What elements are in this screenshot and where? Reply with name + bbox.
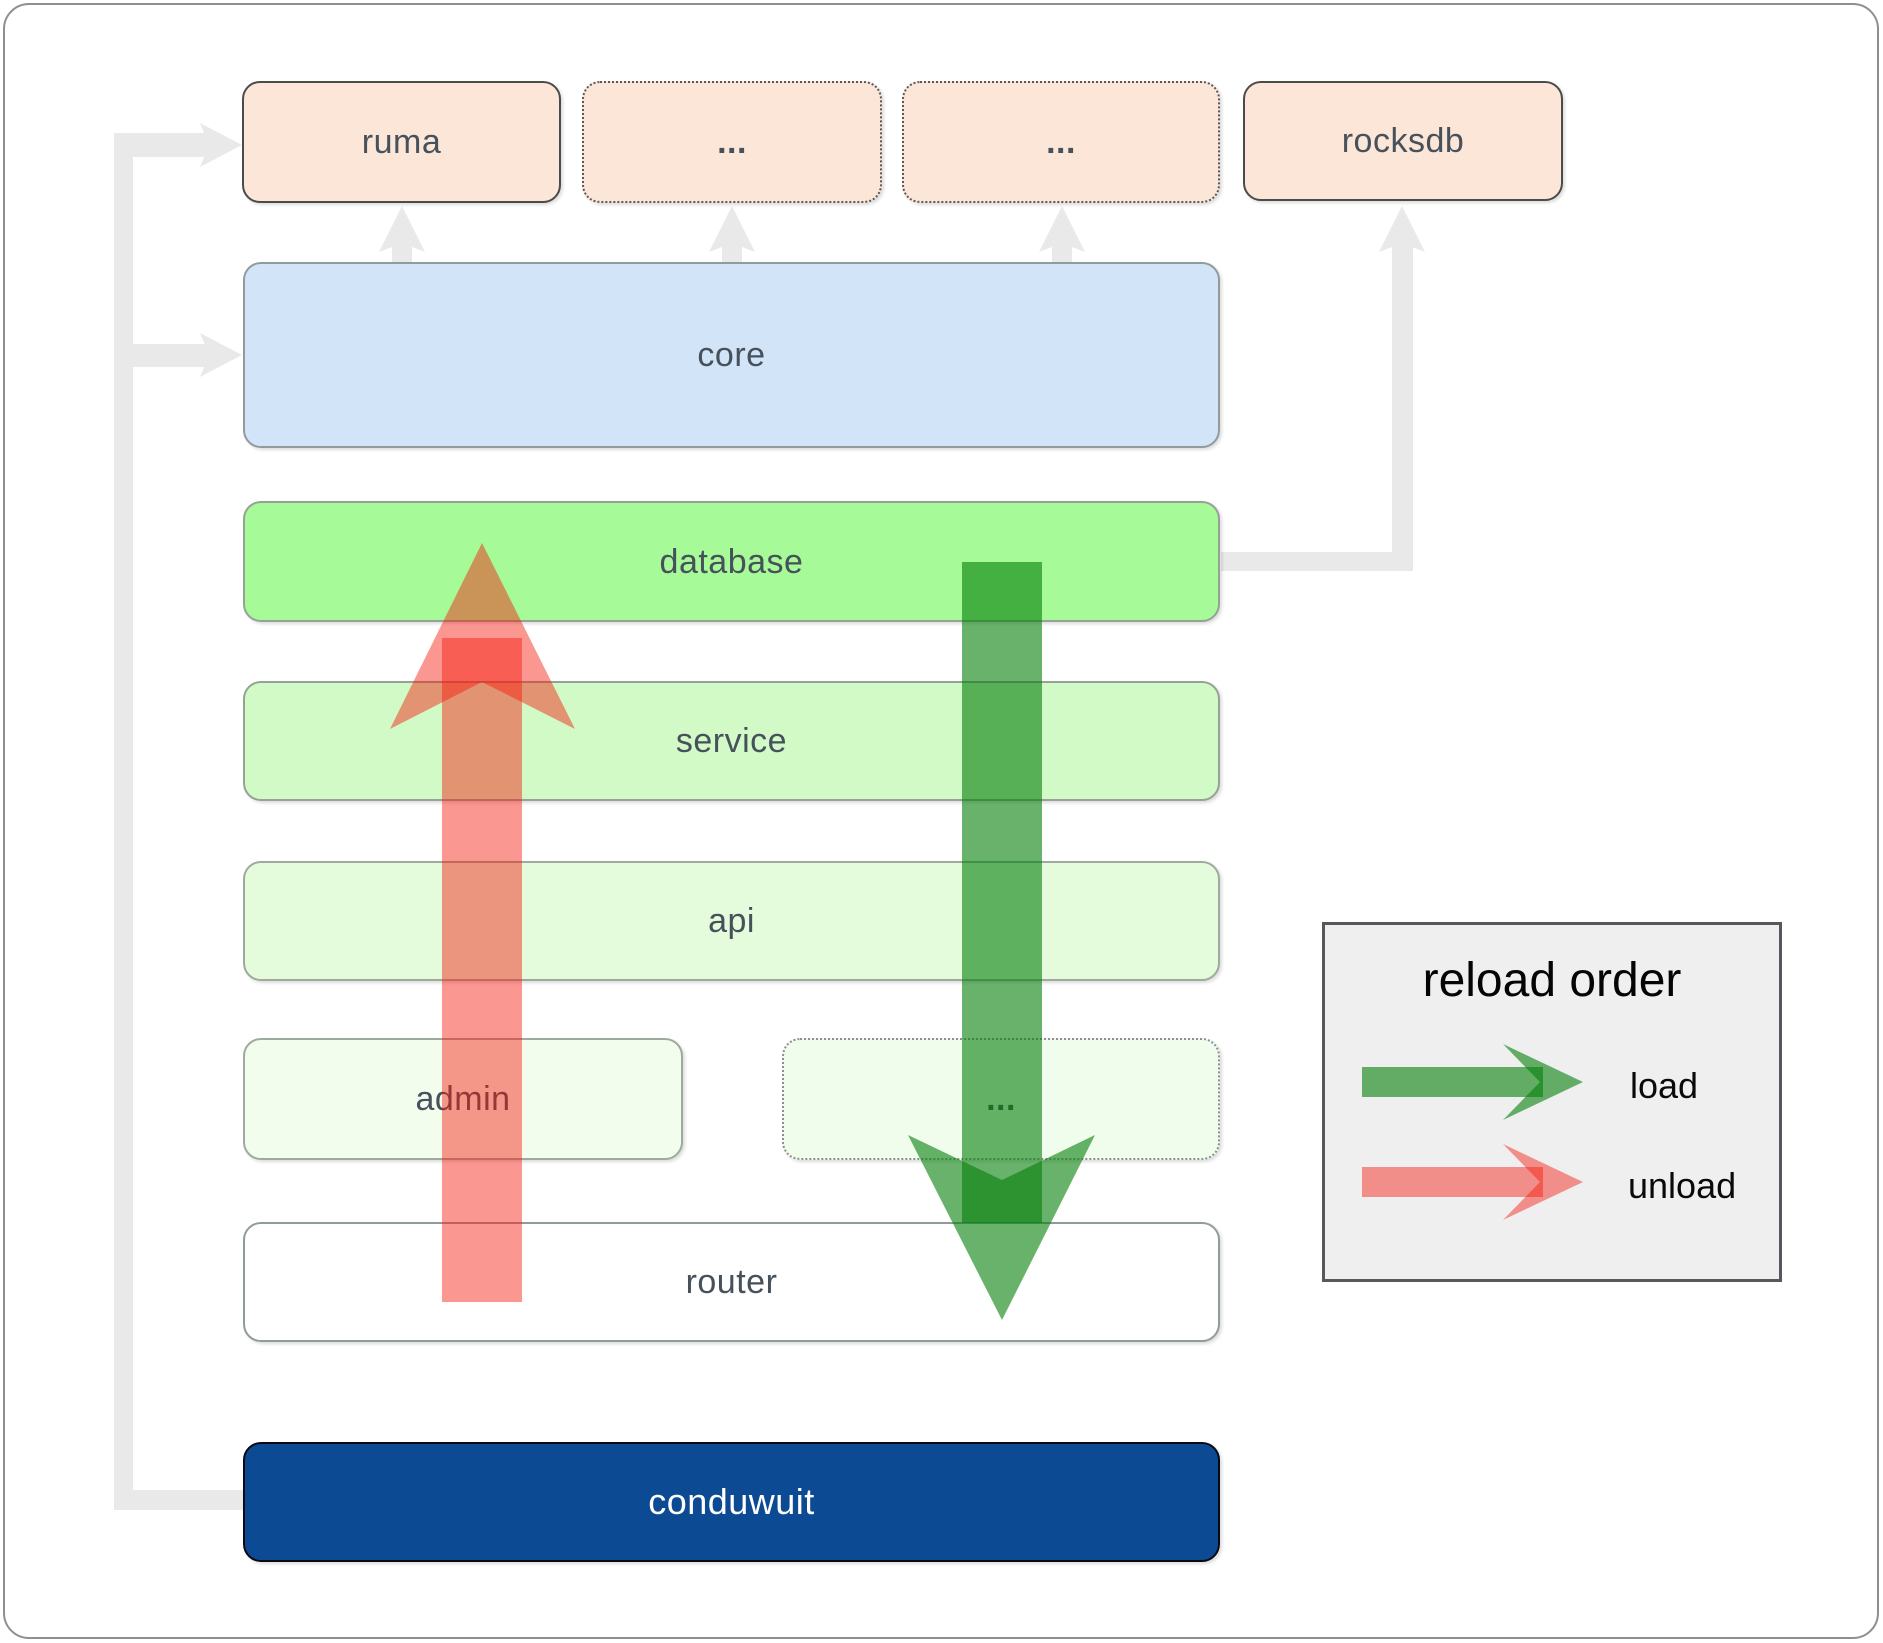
core-to-ext2-arrowhead-icon bbox=[1039, 206, 1085, 252]
box-ruma: ruma bbox=[242, 81, 561, 203]
core-to-ext2-line bbox=[1052, 243, 1072, 262]
legend-panel: reload order load unload bbox=[1322, 922, 1782, 1282]
core-branch-line bbox=[114, 344, 209, 367]
box-rocksdb: rocksdb bbox=[1243, 81, 1563, 201]
box-external-1-label: ... bbox=[717, 123, 747, 161]
box-external-3-label: ... bbox=[986, 1080, 1016, 1118]
box-admin-label: admin bbox=[415, 1080, 511, 1118]
legend-load-label: load bbox=[1630, 1065, 1699, 1106]
conduwuit-branch-line bbox=[114, 1490, 243, 1510]
box-api: api bbox=[243, 861, 1220, 981]
database-to-rocksdb-hline bbox=[1221, 552, 1413, 571]
box-external-2-label: ... bbox=[1046, 123, 1076, 161]
box-service: service bbox=[243, 681, 1220, 801]
core-to-ruma-arrowhead-icon bbox=[379, 206, 425, 252]
core-to-ext1-line bbox=[722, 243, 742, 262]
legend-unload-label: unload bbox=[1628, 1165, 1737, 1206]
core-to-ruma-line bbox=[392, 243, 412, 262]
box-core: core bbox=[243, 262, 1220, 448]
box-router: router bbox=[243, 1222, 1220, 1342]
box-core-label: core bbox=[697, 336, 766, 374]
box-external-2: ... bbox=[902, 81, 1220, 203]
box-external-3: ... bbox=[782, 1038, 1220, 1160]
box-database-label: database bbox=[659, 542, 804, 581]
legend-title: reload order bbox=[1422, 954, 1682, 1007]
box-admin: admin bbox=[243, 1038, 683, 1160]
ruma-branch-line bbox=[114, 133, 209, 157]
core-branch-arrowhead-icon bbox=[200, 333, 242, 377]
ruma-branch-arrowhead-icon bbox=[200, 123, 242, 167]
box-service-label: service bbox=[675, 722, 788, 760]
box-api-label: api bbox=[708, 902, 755, 940]
box-database: database bbox=[243, 501, 1220, 622]
core-to-ext1-arrowhead-icon bbox=[709, 206, 755, 252]
rocksdb-arrowhead-icon bbox=[1379, 206, 1425, 252]
box-external-1: ... bbox=[582, 81, 882, 203]
box-rocksdb-label: rocksdb bbox=[1341, 122, 1465, 160]
left-spine-line bbox=[114, 133, 133, 1510]
box-ruma-label: ruma bbox=[361, 123, 442, 161]
box-conduwuit-label: conduwuit bbox=[648, 1481, 815, 1522]
database-to-rocksdb-vline bbox=[1392, 243, 1413, 571]
box-conduwuit: conduwuit bbox=[243, 1442, 1220, 1562]
box-router-label: router bbox=[685, 1263, 778, 1301]
